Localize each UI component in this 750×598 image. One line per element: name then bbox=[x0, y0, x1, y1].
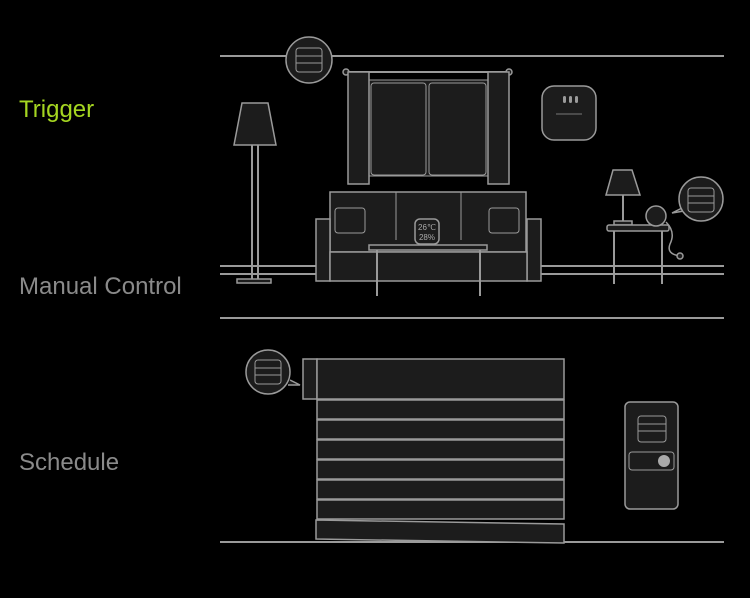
roller-shutter-icon bbox=[302, 358, 565, 544]
switch-bubble-icon bbox=[245, 349, 301, 395]
floor-lamp-icon bbox=[233, 102, 277, 284]
smart-hub-icon bbox=[541, 85, 597, 141]
temperature-readout: 26℃ bbox=[418, 223, 436, 232]
power-icon bbox=[658, 455, 670, 467]
phone-app-icon bbox=[624, 401, 679, 510]
side-table-icon bbox=[605, 169, 684, 284]
tab-trigger[interactable]: Trigger bbox=[19, 96, 95, 123]
humidifier-icon bbox=[645, 205, 667, 227]
temperature-humidity-sensor: 26℃ 28% bbox=[414, 218, 440, 245]
switch-bubble-icon bbox=[285, 36, 333, 84]
window-curtains bbox=[342, 68, 513, 185]
tab-manual-control[interactable]: Manual Control bbox=[19, 273, 182, 300]
coffee-table-icon bbox=[368, 244, 488, 296]
switch-bubble-icon bbox=[671, 176, 724, 222]
tab-schedule[interactable]: Schedule bbox=[19, 449, 120, 476]
humidity-readout: 28% bbox=[419, 233, 435, 242]
